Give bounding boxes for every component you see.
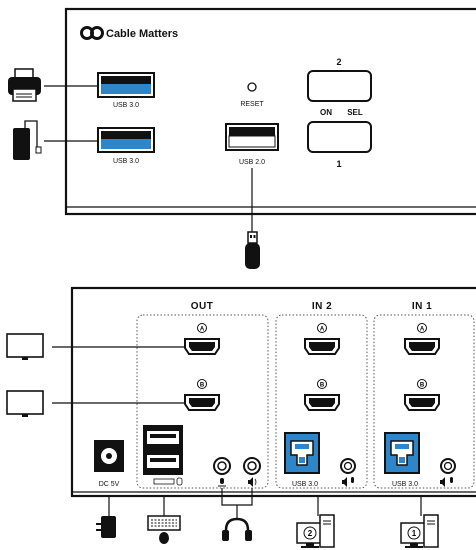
button-bottom-label: 1	[336, 159, 341, 169]
speaker-jack-in2[interactable]	[340, 458, 356, 474]
brand-logo: Cable Matters	[80, 26, 178, 40]
usb2-port[interactable]	[225, 123, 279, 151]
in2-group-box	[275, 314, 368, 489]
printer-icon	[8, 68, 41, 102]
usb2-port-label: USB 2.0	[239, 159, 265, 166]
hdmi-marker-in2-a: A	[317, 323, 327, 333]
speaker-jack-in1[interactable]	[440, 458, 456, 474]
sel-label: SEL	[347, 108, 363, 117]
dc-power-port[interactable]	[94, 440, 124, 472]
in1-group-box	[373, 314, 475, 489]
headphones-icon	[222, 517, 252, 541]
usb3-port-2[interactable]	[97, 127, 155, 153]
power-adapter-icon	[96, 516, 116, 538]
svg-text:A: A	[320, 327, 325, 333]
usb3-port-1[interactable]	[97, 72, 155, 98]
brand-name: Cable Matters	[106, 28, 178, 40]
group-out-label: OUT	[191, 301, 214, 312]
mic-marker-icon	[218, 478, 226, 487]
hdmi-in1-a-port[interactable]	[404, 338, 440, 355]
mic-jack[interactable]	[213, 457, 231, 475]
monitor-icon	[6, 333, 44, 361]
hdmi-out-a-port[interactable]	[184, 338, 220, 355]
svg-text:B: B	[200, 383, 205, 389]
hdmi-marker-in1-a: A	[417, 323, 427, 333]
pc1-number-badge: 1	[407, 526, 421, 540]
keyboard-icon	[147, 515, 181, 544]
speaker-jack[interactable]	[243, 457, 261, 475]
group-in1-label: IN 1	[412, 301, 432, 312]
external-drive-icon	[13, 120, 42, 160]
group-in2-label: IN 2	[312, 301, 332, 312]
svg-text:B: B	[420, 383, 425, 389]
hdmi-marker-in2-b: B	[317, 379, 327, 389]
pc2-number-badge: 2	[303, 526, 317, 540]
hdmi-marker-out-a: A	[197, 323, 207, 333]
hdmi-in1-b-port[interactable]	[404, 394, 440, 411]
monitor-icon	[6, 390, 44, 418]
usb3-in2-label: USB 3.0	[292, 481, 318, 488]
svg-text:1: 1	[412, 529, 417, 538]
usb-flash-drive-icon	[245, 231, 260, 269]
select-button-2[interactable]	[307, 70, 372, 102]
hdmi-marker-in1-b: B	[417, 379, 427, 389]
reset-label: RESET	[240, 101, 264, 108]
usb3-in1-port[interactable]	[384, 432, 420, 474]
button-top-label: 2	[336, 57, 341, 67]
on-label: ON	[320, 108, 332, 117]
svg-text:B: B	[320, 383, 325, 389]
audio-marker-in2-icon	[342, 477, 354, 487]
audio-marker-in1-icon	[440, 477, 453, 487]
usb3-port-2-label: USB 3.0	[113, 158, 139, 165]
usb3-port-1-label: USB 3.0	[113, 102, 139, 109]
dc-label: DC 5V	[99, 481, 120, 488]
reset-button[interactable]	[247, 82, 257, 92]
usb3-in1-label: USB 3.0	[392, 481, 418, 488]
keyboard-mouse-marker	[153, 477, 183, 486]
svg-text:A: A	[420, 327, 425, 333]
hdmi-out-b-port[interactable]	[184, 394, 220, 411]
svg-text:A: A	[200, 327, 205, 333]
hdmi-in2-a-port[interactable]	[304, 338, 340, 355]
hdmi-marker-out-b: B	[197, 379, 207, 389]
usb3-in2-port[interactable]	[284, 432, 320, 474]
hdmi-in2-b-port[interactable]	[304, 394, 340, 411]
usb2-stacked-port[interactable]	[143, 425, 183, 475]
select-button-1[interactable]	[307, 121, 372, 153]
front-panel	[64, 7, 476, 216]
out-group-box	[136, 314, 269, 489]
speaker-marker-icon	[248, 477, 257, 487]
svg-text:2: 2	[308, 529, 313, 538]
